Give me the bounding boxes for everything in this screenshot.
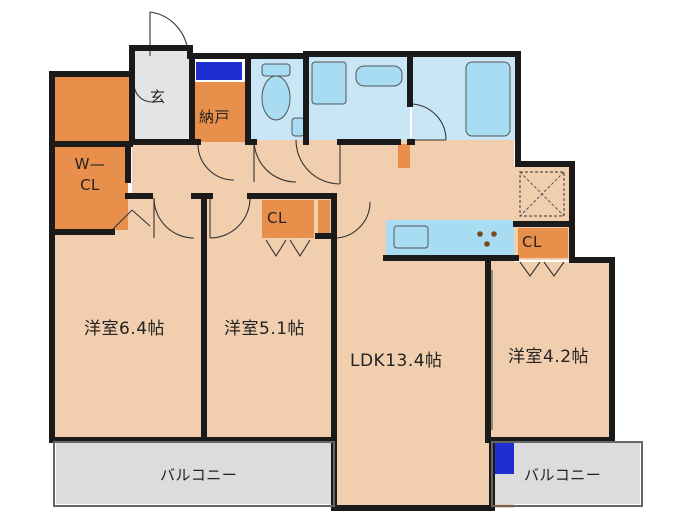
closet-strip (318, 200, 330, 236)
cl-middle-label: CL (267, 209, 287, 227)
nando-storage (194, 82, 246, 142)
ldk-label: LDK13.4帖 (350, 351, 443, 371)
wcl-label-line1: W— (74, 155, 106, 173)
closet-middle-door-right (289, 239, 311, 258)
closet-middle (262, 200, 314, 238)
bathtub (465, 61, 511, 137)
toilet-door (253, 139, 297, 183)
toilet-bowl (261, 75, 291, 121)
stove-burner-3 (484, 241, 490, 247)
washing-machine-pan (355, 65, 403, 87)
room-middle-door (209, 197, 251, 239)
kitchen-sink (393, 225, 429, 249)
stove-burner-2 (491, 231, 497, 237)
bathroom-door (409, 103, 447, 141)
wcl-door-right (131, 209, 151, 227)
storage-top-left (54, 76, 132, 142)
balcony-outlines (53, 441, 643, 507)
room-left-floor (54, 198, 204, 438)
toilet-sink (291, 117, 305, 137)
wcl-door-left (111, 209, 133, 231)
blue-marker-top (196, 62, 242, 80)
nando-label: 納戸 (199, 108, 231, 126)
refrigerator-space (519, 171, 565, 217)
room-left-door (153, 197, 195, 239)
wcl-label-line2: CL (80, 176, 100, 194)
room-right-floor (490, 262, 612, 438)
closet-right-door-left (519, 261, 541, 277)
wcl-label: W— CL (72, 154, 108, 196)
entrance-floor (132, 50, 190, 142)
washroom-door (295, 139, 341, 185)
ldk-floor (336, 138, 514, 508)
genkan-label: 玄 (150, 88, 166, 106)
pipe-space (398, 144, 410, 168)
balcony-right-floor (494, 442, 640, 504)
nando-door (197, 143, 235, 181)
refrigerator-cross-2 (519, 171, 565, 217)
room-middle-label: 洋室5.1帖 (224, 319, 306, 339)
room-right-label: 洋室4.2帖 (508, 347, 590, 367)
closet-right-door-right (543, 261, 565, 277)
toilet-tank (261, 63, 291, 77)
blue-marker-bottom (494, 440, 514, 474)
cl-right-label: CL (522, 233, 542, 251)
balcony-right-label: バルコニー (524, 466, 602, 484)
stove-burner-1 (477, 231, 483, 237)
room-left-label: 洋室6.4帖 (84, 319, 166, 339)
walk-in-closet (54, 146, 128, 230)
balcony-left-floor (56, 442, 332, 504)
ldk-door (333, 201, 371, 239)
closet-right (518, 228, 568, 258)
wash-basin (311, 61, 347, 105)
walls (49, 45, 615, 511)
balcony-left-label: バルコニー (160, 466, 238, 484)
closet-middle-door-left (265, 239, 287, 258)
